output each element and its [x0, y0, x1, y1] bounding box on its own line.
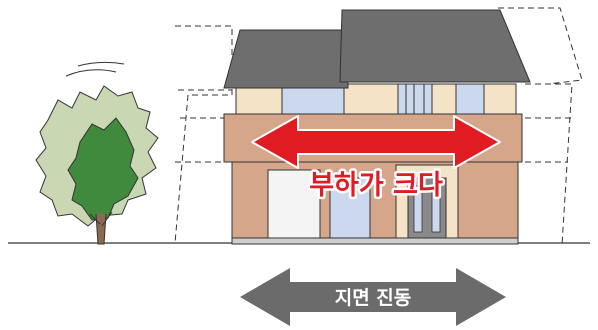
- displaced-house-outline-left: [174, 25, 233, 244]
- displaced-house-outline-right: [498, 7, 583, 246]
- tree-icon: [35, 61, 159, 245]
- load-arrow: [251, 115, 501, 169]
- house-icon: [223, 9, 531, 245]
- load-label: 부하가 크다: [309, 170, 443, 201]
- ground-vibration-label: 지면 진동: [335, 287, 412, 309]
- ground-vibration-arrow: [240, 268, 506, 326]
